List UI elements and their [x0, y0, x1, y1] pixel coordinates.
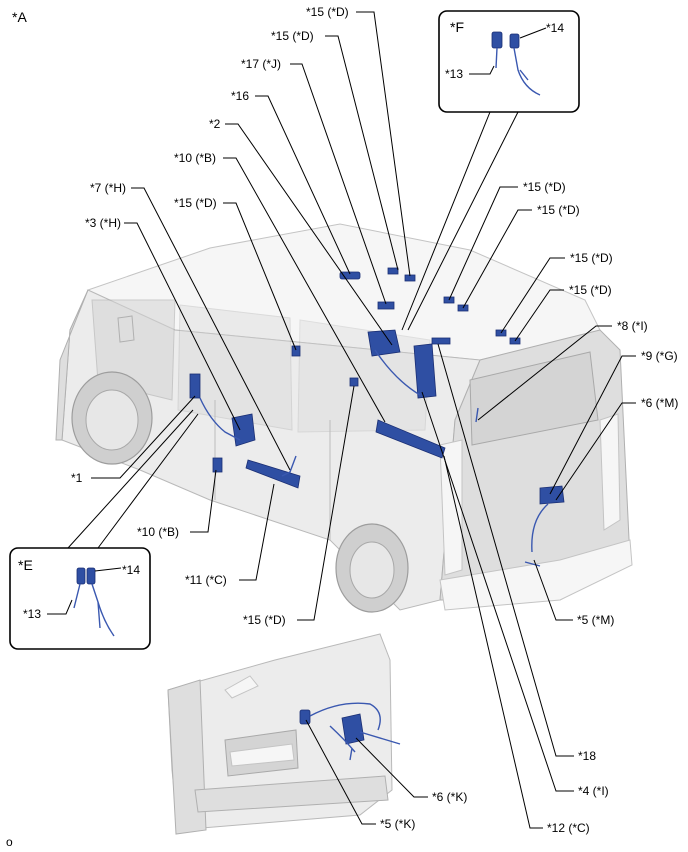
callout-10b-bottom: *10 (*B) — [137, 525, 179, 539]
callout-labels: *A *15 (*D) *15 (*D) *17 (*J) *16 *2 *10… — [6, 5, 678, 849]
callout-15d-b: *15 (*D) — [271, 29, 314, 43]
callout-2: *2 — [209, 117, 221, 131]
inset-f: *F *14 *13 — [401, 10, 580, 331]
inset-e: *E *14 *13 — [9, 409, 199, 650]
callout-5m: *5 (*M) — [577, 613, 614, 627]
inset-e-label-13: *13 — [23, 607, 41, 621]
callout-10b-top: *10 (*B) — [174, 151, 216, 165]
callout-11c: *11 (*C) — [185, 573, 227, 587]
back-door-detail — [167, 633, 401, 835]
callout-12c: *12 (*C) — [547, 821, 590, 835]
callout-15d-c: *15 (*D) — [174, 196, 217, 210]
callout-15d-d: *15 (*D) — [523, 180, 566, 194]
inset-f-label-13: *13 — [445, 67, 463, 81]
callout-18: *18 — [578, 749, 596, 763]
inset-f-title: *F — [450, 19, 464, 35]
callout-15d-a: *15 (*D) — [306, 5, 349, 19]
callout-15d-e: *15 (*D) — [537, 203, 580, 217]
inset-e-label-14: *14 — [122, 563, 140, 577]
inset-f-label-14: *14 — [546, 21, 564, 35]
callout-3h: *3 (*H) — [85, 216, 121, 230]
callout-8i: *8 (*I) — [617, 319, 648, 333]
callout-5k: *5 (*K) — [380, 817, 415, 831]
corner-code: o — [6, 835, 13, 849]
van-harness-parts — [189, 267, 565, 567]
callout-16: *16 — [231, 89, 249, 103]
callout-6m: *6 (*M) — [641, 396, 678, 410]
callout-17j: *17 (*J) — [241, 57, 281, 71]
callout-6k: *6 (*K) — [432, 790, 467, 804]
leader-lines — [91, 11, 636, 829]
view-label: *A — [12, 9, 27, 25]
callout-1: *1 — [71, 471, 83, 485]
callout-15d-h: *15 (*D) — [243, 613, 286, 627]
callout-15d-f: *15 (*D) — [570, 251, 613, 265]
callout-4i: *4 (*I) — [578, 784, 609, 798]
callout-9g: *9 (*G) — [641, 349, 678, 363]
inset-e-title: *E — [18, 557, 33, 573]
callout-7h: *7 (*H) — [90, 181, 126, 195]
callout-15d-g: *15 (*D) — [569, 283, 612, 297]
